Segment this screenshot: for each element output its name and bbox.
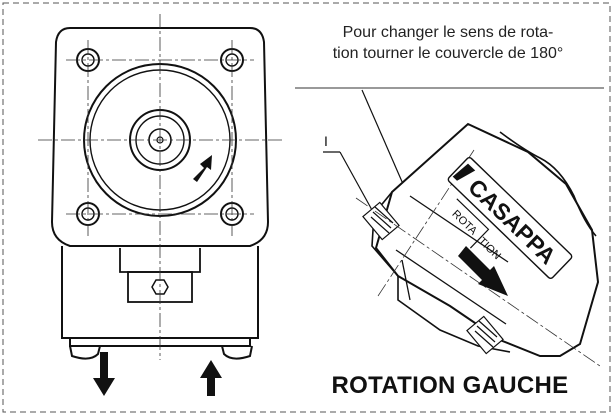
brand-logo-icon: [452, 163, 476, 181]
note-line-1: Pour changer le sens de rota-: [342, 24, 554, 41]
cover-edge-wavy: [499, 131, 597, 237]
dashed-frame: [2, 2, 611, 413]
hex-plug: [151, 279, 169, 295]
outlet-flow-arrow-down-icon: [93, 352, 115, 396]
rotated-cover-view: I: [295, 87, 604, 367]
rotation-direction-arrow-icon: [193, 155, 212, 182]
inlet-port-right: [221, 345, 253, 360]
inlet-flow-arrow-up-icon: [200, 360, 222, 396]
knurled-plug-lower: [466, 315, 504, 355]
cover-side: [371, 191, 399, 277]
cover-rotation-arrow-icon: [458, 246, 508, 296]
outlet-port-left: [69, 345, 101, 360]
center-lines: [38, 14, 282, 360]
note-line-2: tion tourner le couvercle de 180°: [332, 45, 564, 62]
rotation-change-note: Pour changer le sens de rota- tion tourn…: [288, 22, 608, 64]
callout-label: I: [324, 133, 328, 149]
note-leader-line: [361, 89, 411, 201]
knurled-plug-upper: [362, 201, 400, 241]
callout-leader-diag: [339, 151, 373, 211]
rotation-heading: ROTATION GAUCHE: [331, 372, 569, 399]
